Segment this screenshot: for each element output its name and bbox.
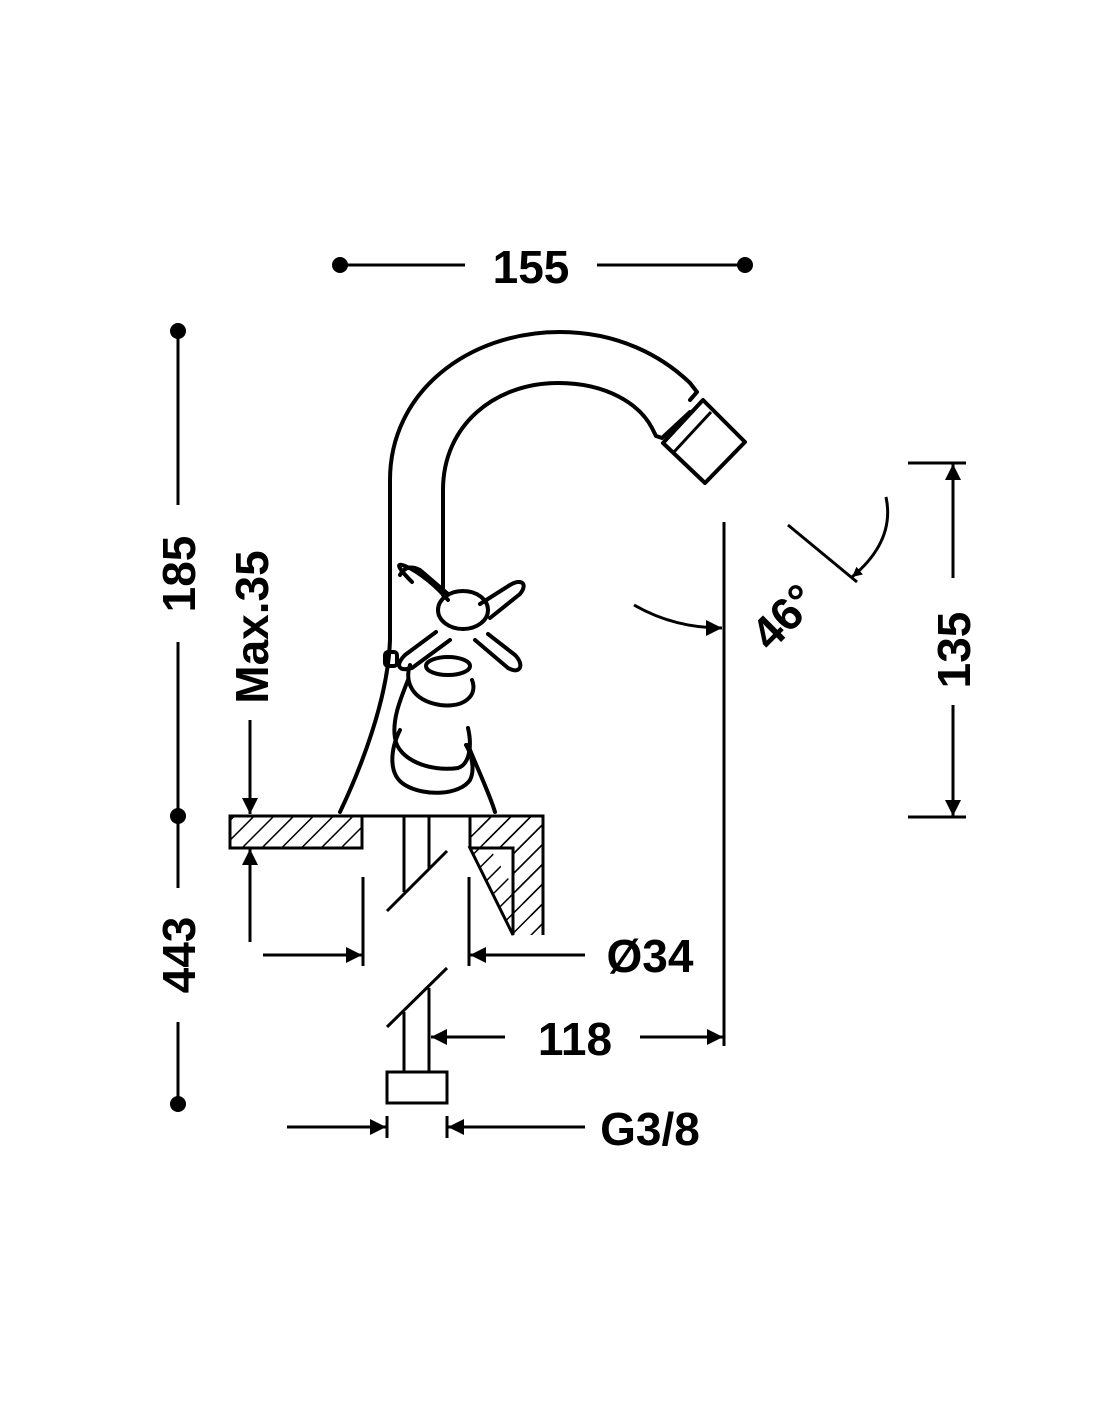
connector-nut bbox=[385, 1070, 449, 1105]
height-dimension: 185 443 bbox=[153, 323, 205, 1112]
spout-height-dimension: 135 bbox=[908, 461, 980, 819]
width-dimension: 155 bbox=[332, 241, 753, 293]
cross-handle bbox=[383, 562, 526, 673]
height-label: 185 bbox=[153, 536, 205, 613]
connection-label: G3/8 bbox=[600, 1103, 700, 1155]
diameter-label: Ø34 bbox=[607, 930, 694, 982]
counter-section bbox=[228, 814, 545, 936]
reach-label: 118 bbox=[538, 1013, 612, 1065]
spout-aerator bbox=[661, 398, 747, 485]
counter-thickness-dimension: Max.35 bbox=[226, 550, 278, 942]
bidet-tap bbox=[338, 330, 747, 814]
spout-height-label: 135 bbox=[928, 612, 980, 689]
angle-dimension: 46° bbox=[633, 496, 890, 660]
supply-hose bbox=[385, 816, 449, 1105]
connection-dimension: G3/8 bbox=[287, 1103, 700, 1155]
width-label: 155 bbox=[493, 241, 570, 293]
angle-label: 46° bbox=[741, 574, 827, 660]
max-thickness-label: Max.35 bbox=[226, 550, 278, 703]
below-counter-label: 443 bbox=[153, 917, 205, 994]
reach-dimension: 118 bbox=[431, 522, 726, 1065]
hole-diameter-dimension: Ø34 bbox=[263, 877, 694, 982]
